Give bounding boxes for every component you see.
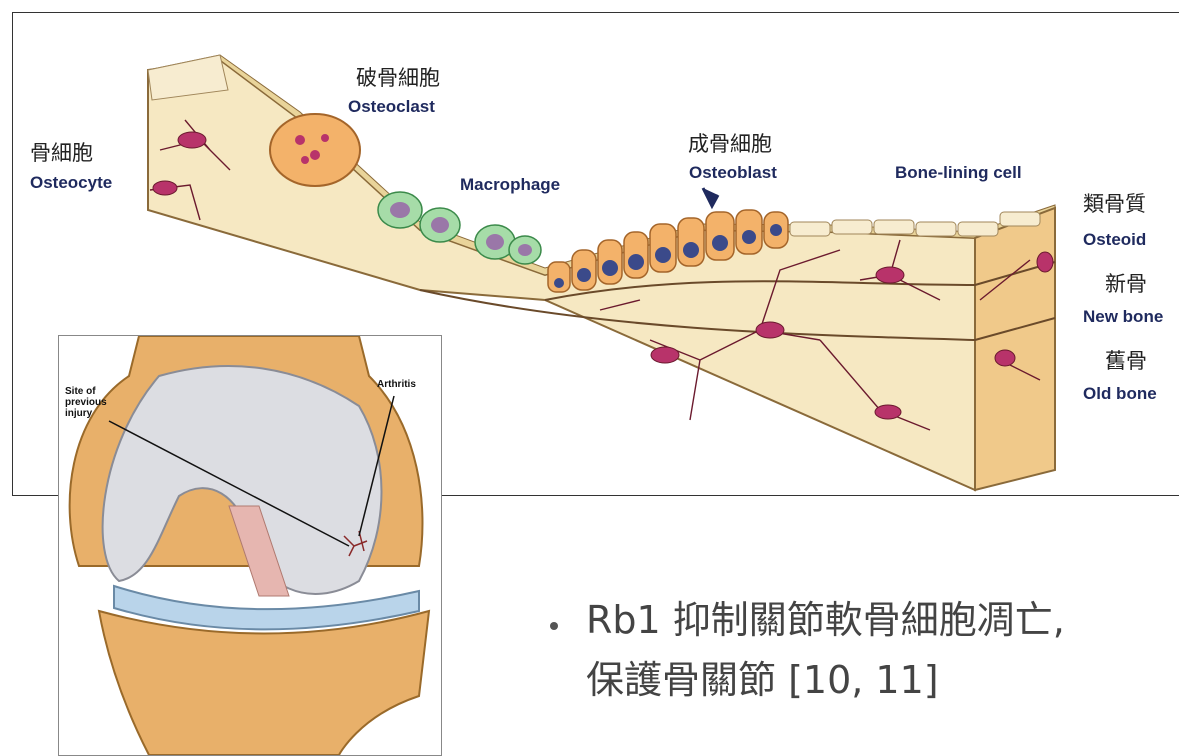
osteocyte-zh-label: 骨細胞 (30, 137, 93, 167)
arthritis-label: Arthritis (377, 379, 416, 390)
bullet-line-2: 保護骨關節 [10, 11] (552, 650, 1065, 710)
osteoclast-zh-label: 破骨細胞 (356, 62, 440, 92)
osteocyte-en-label: Osteocyte (30, 173, 112, 193)
old-bone-zh-label: 舊骨 (1105, 345, 1147, 375)
osteoid-zh-label: 類骨質 (1083, 188, 1146, 218)
macrophage-en-label: Macrophage (460, 175, 560, 195)
old-bone-en-label: Old bone (1083, 384, 1157, 404)
osteoblast-zh-label: 成骨細胞 (688, 128, 772, 158)
new-bone-en-label: New bone (1083, 307, 1163, 327)
knee-joint-illustration: Site of previous injury Arthritis (58, 335, 442, 756)
injury-label: Site of previous injury (65, 386, 117, 419)
osteoid-en-label: Osteoid (1083, 230, 1146, 250)
bullet-text-block: Rb1 抑制關節軟骨細胞凋亡, 保護骨關節 [10, 11] (552, 590, 1065, 710)
bone-lining-en-label: Bone-lining cell (895, 163, 1022, 183)
new-bone-zh-label: 新骨 (1105, 268, 1147, 298)
bullet-line-1: Rb1 抑制關節軟骨細胞凋亡, (552, 590, 1065, 650)
osteoclast-en-label: Osteoclast (348, 97, 435, 117)
osteoblast-en-label: Osteoblast (689, 163, 777, 183)
